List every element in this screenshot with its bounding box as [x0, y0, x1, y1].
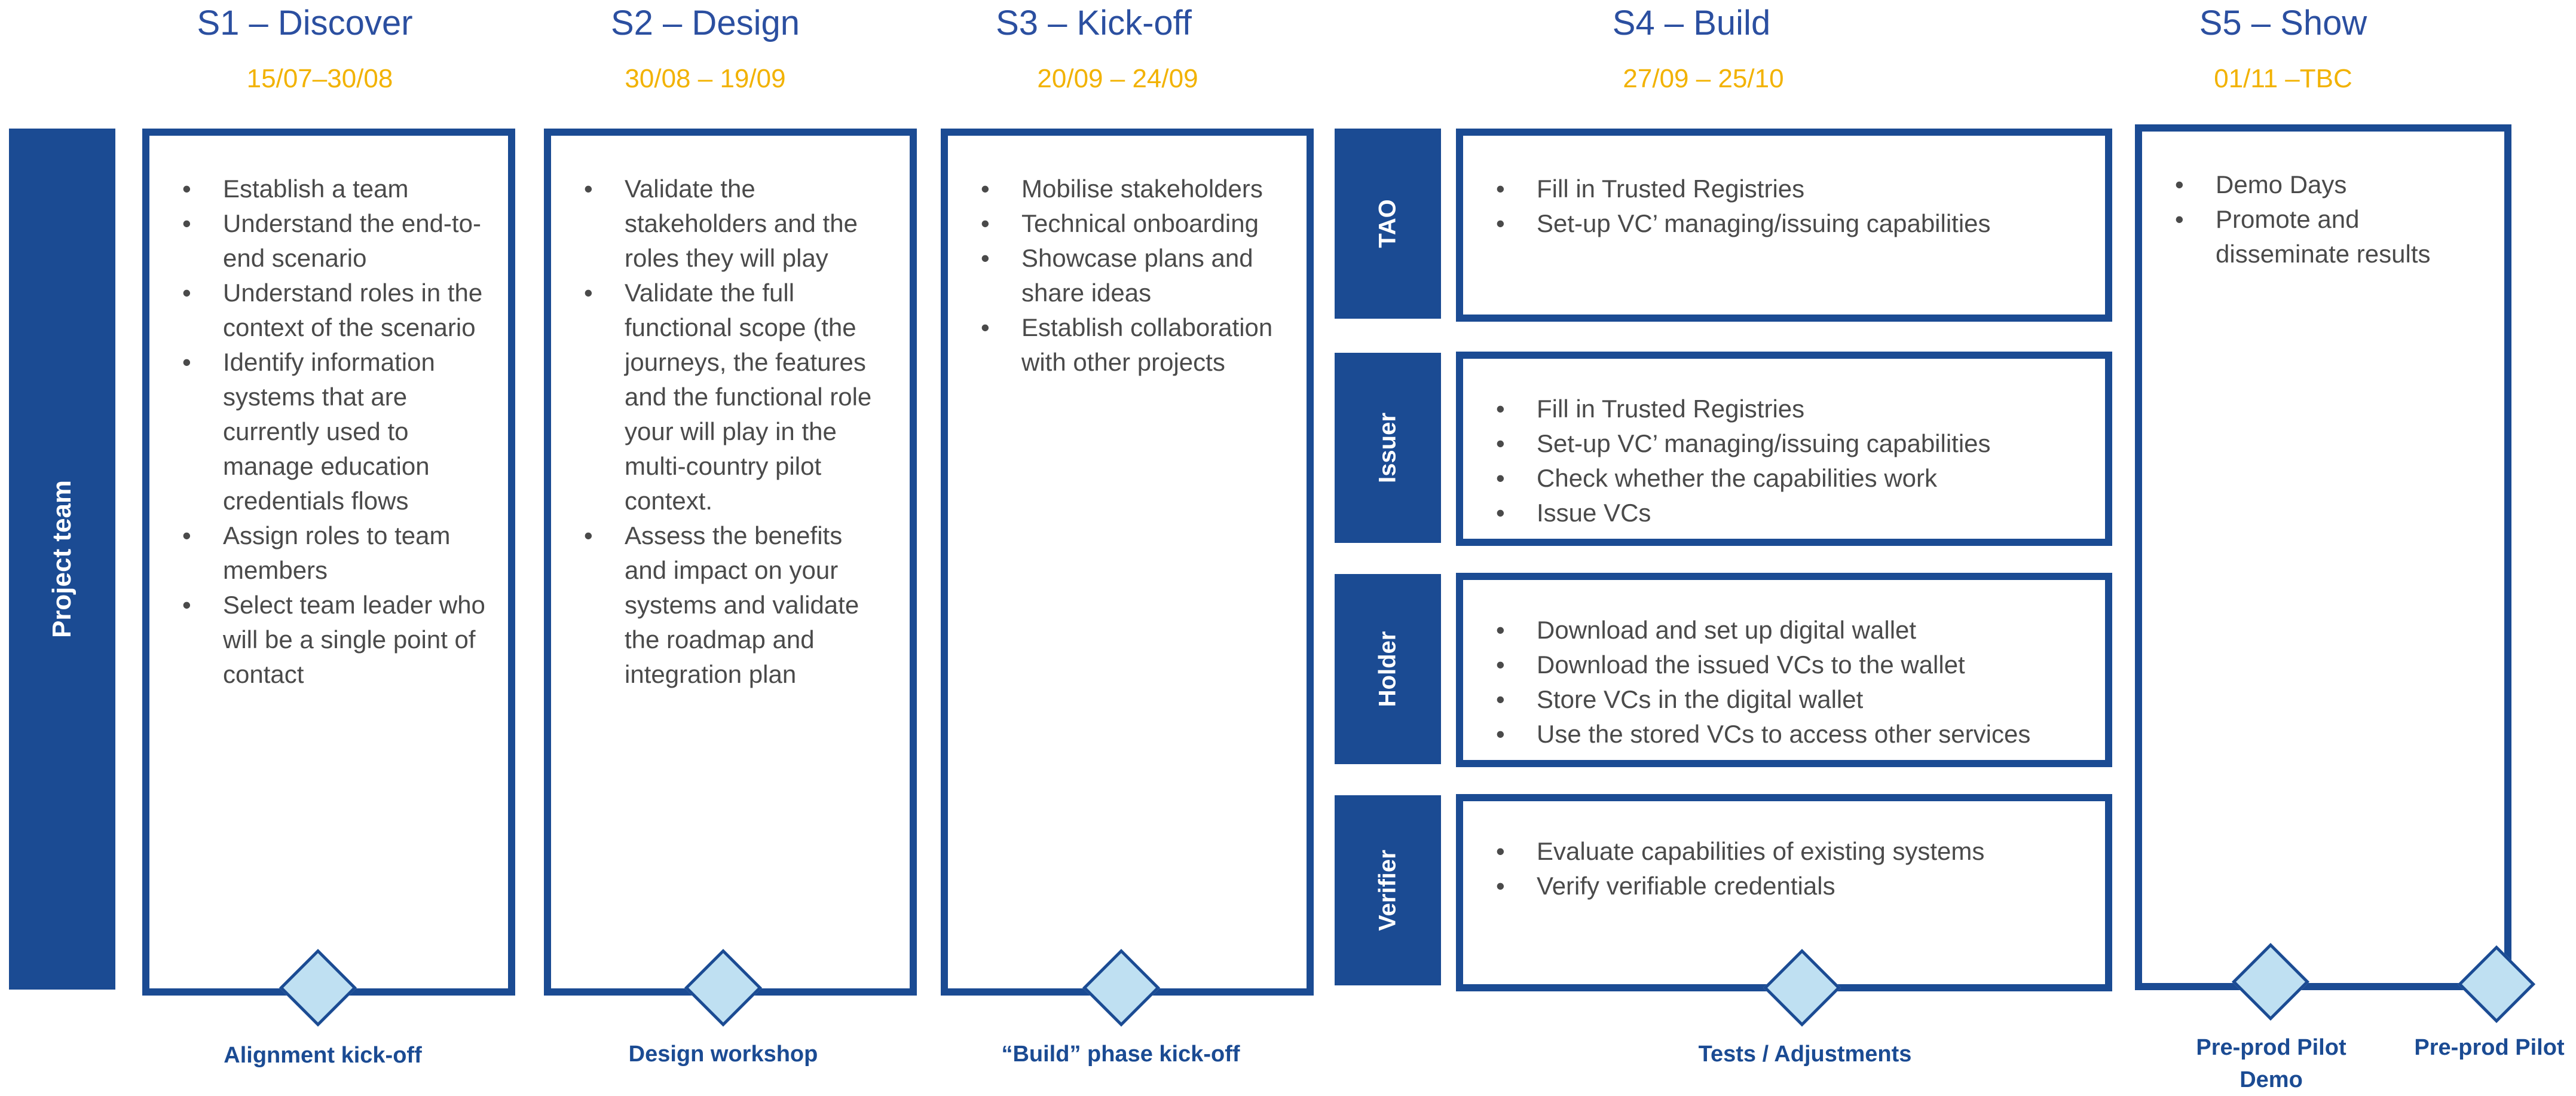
role-label-verifier: Verifier	[1335, 795, 1441, 985]
issuer-panel: Fill in Trusted Registries Set-up VC’ ma…	[1456, 352, 2112, 546]
show-panel: Demo Days Promote and disseminate result…	[2135, 124, 2511, 990]
holder-panel: Download and set up digital wallet Downl…	[1456, 573, 2112, 767]
role-label-text: TAO	[1374, 199, 1401, 248]
list-item: Download the issued VCs to the wallet	[1496, 648, 2094, 682]
stage-dates-show: 01/11 –TBC	[2214, 64, 2352, 93]
show-list: Demo Days Promote and disseminate result…	[2175, 167, 2486, 271]
list-item: Technical onboarding	[981, 206, 1292, 241]
milestone-label-pilot: Pre-prod Pilot	[2414, 1035, 2565, 1060]
list-item: Set-up VC’ managing/issuing capabilities	[1496, 206, 2094, 241]
list-item: Download and set up digital wallet	[1496, 613, 2094, 648]
design-list: Validate the stakeholders and the roles …	[584, 172, 883, 692]
list-item: Identify information systems that are cu…	[182, 345, 487, 518]
list-item: Demo Days	[2175, 167, 2486, 202]
kickoff-panel: Mobilise stakeholders Technical onboardi…	[941, 129, 1314, 996]
list-item: Set-up VC’ managing/issuing capabilities	[1496, 426, 2094, 461]
role-label-text: Verifier	[1374, 850, 1401, 931]
list-item: Fill in Trusted Registries	[1496, 172, 2094, 206]
tao-list: Fill in Trusted Registries Set-up VC’ ma…	[1496, 172, 2094, 241]
role-label-text: Holder	[1374, 631, 1401, 707]
stage-title-kickoff: S3 – Kick-off	[996, 4, 1192, 42]
list-item: Validate the full functional scope (the …	[584, 276, 883, 518]
list-item: Use the stored VCs to access other servi…	[1496, 717, 2094, 752]
list-item: Store VCs in the digital wallet	[1496, 682, 2094, 717]
list-item: Assess the benefits and impact on your s…	[584, 518, 883, 692]
list-item: Understand roles in the context of the s…	[182, 276, 487, 345]
holder-list: Download and set up digital wallet Downl…	[1496, 613, 2094, 752]
list-item: Establish collaboration with other proje…	[981, 310, 1292, 380]
list-item: Mobilise stakeholders	[981, 172, 1292, 206]
project-team-label: Project team	[47, 480, 77, 639]
stage-title-discover: S1 – Discover	[197, 4, 413, 42]
discover-panel: Establish a team Understand the end-to-e…	[142, 129, 515, 996]
list-item: Understand the end-to-end scenario	[182, 206, 487, 276]
stage-dates-build: 27/09 – 25/10	[1623, 64, 1784, 93]
list-item: Validate the stakeholders and the roles …	[584, 172, 883, 276]
role-label-text: Issuer	[1374, 413, 1401, 483]
milestone-label-pilot-demo: Pre-prod Pilot Demo	[2196, 1035, 2346, 1092]
role-label-tao: TAO	[1335, 129, 1441, 319]
list-item: Issue VCs	[1496, 496, 2094, 530]
discover-list: Establish a team Understand the end-to-e…	[182, 172, 487, 692]
verifier-panel: Evaluate capabilities of existing system…	[1456, 794, 2112, 991]
verifier-list: Evaluate capabilities of existing system…	[1496, 834, 2094, 903]
tao-panel: Fill in Trusted Registries Set-up VC’ ma…	[1456, 129, 2112, 322]
kickoff-list: Mobilise stakeholders Technical onboardi…	[981, 172, 1292, 380]
stage-dates-kickoff: 20/09 – 24/09	[1037, 64, 1198, 93]
list-item: Assign roles to team members	[182, 518, 487, 588]
list-item: Evaluate capabilities of existing system…	[1496, 834, 2094, 869]
milestone-label-build-kickoff: “Build” phase kick-off	[1001, 1042, 1240, 1067]
project-team-bar: Project team	[9, 129, 115, 990]
design-panel: Validate the stakeholders and the roles …	[544, 129, 917, 996]
list-item: Promote and disseminate results	[2175, 202, 2486, 271]
stage-title-build: S4 – Build	[1612, 4, 1771, 42]
issuer-list: Fill in Trusted Registries Set-up VC’ ma…	[1496, 392, 2094, 530]
stage-dates-design: 30/08 – 19/09	[625, 64, 786, 93]
list-item: Showcase plans and share ideas	[981, 241, 1292, 310]
stage-dates-discover: 15/07–30/08	[246, 64, 393, 93]
milestone-label-alignment: Alignment kick-off	[224, 1043, 422, 1068]
role-label-issuer: Issuer	[1335, 353, 1441, 543]
role-label-holder: Holder	[1335, 574, 1441, 764]
list-item: Check whether the capabilities work	[1496, 461, 2094, 496]
stage-title-show: S5 – Show	[2199, 4, 2367, 42]
stage-title-design: S2 – Design	[611, 4, 800, 42]
milestone-label-design: Design workshop	[628, 1042, 818, 1067]
list-item: Select team leader who will be a single …	[182, 588, 487, 692]
list-item: Fill in Trusted Registries	[1496, 392, 2094, 426]
milestone-label-tests: Tests / Adjustments	[1698, 1042, 1912, 1067]
list-item: Establish a team	[182, 172, 487, 206]
list-item: Verify verifiable credentials	[1496, 869, 2094, 903]
